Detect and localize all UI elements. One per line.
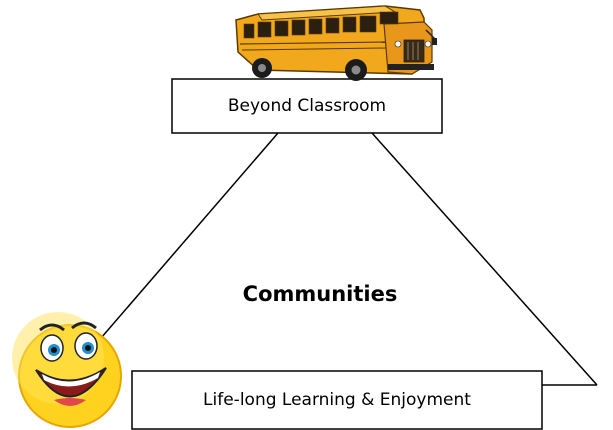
- bottom-box: [131, 370, 543, 430]
- smiley-face-icon: [12, 312, 122, 428]
- school-bus-icon: [235, 5, 437, 81]
- life-long-learning-label: Life-long Learning & Enjoyment: [203, 390, 471, 410]
- top-box: [171, 78, 443, 134]
- beyond-classroom-label: Beyond Classroom: [227, 96, 387, 116]
- triangle-left-edge: [94, 132, 279, 346]
- triangle-right-edge: [371, 132, 598, 386]
- communities-label: Communities: [242, 282, 398, 306]
